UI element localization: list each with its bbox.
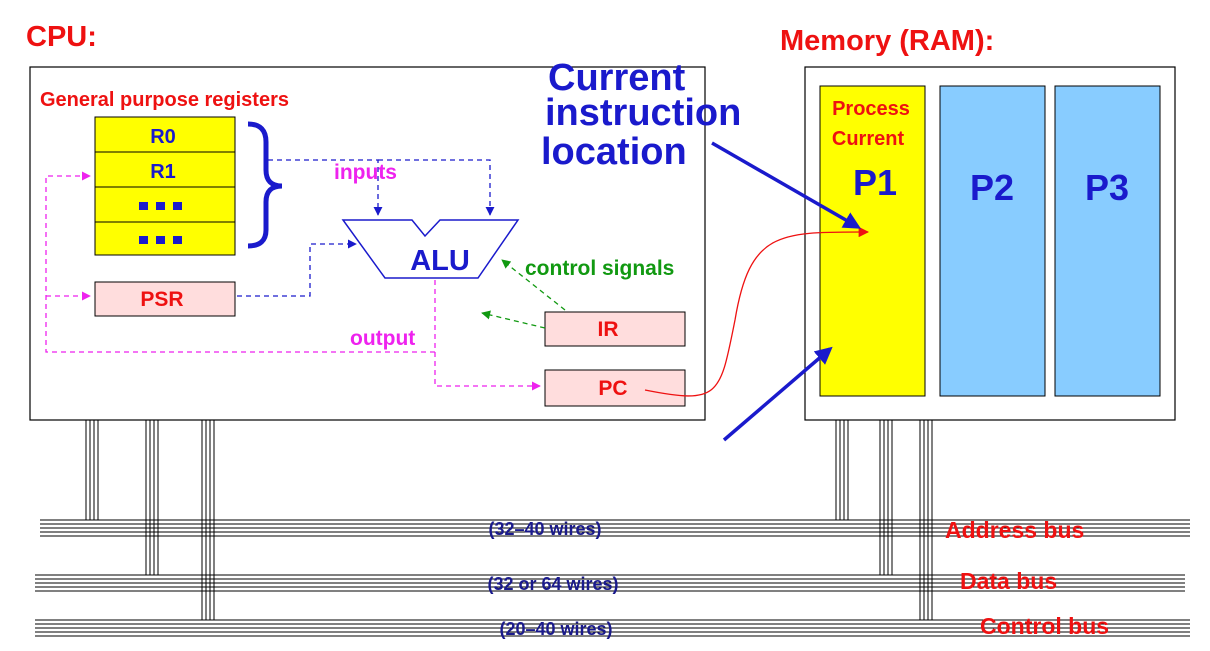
address-bus-label: Address bus <box>945 517 1084 543</box>
output-label: output <box>350 327 415 350</box>
psr-register <box>94 281 236 317</box>
process-p3 <box>1054 85 1161 397</box>
control-signals-label: control signals <box>525 257 674 280</box>
register-r1-label: R1 <box>150 161 176 183</box>
process-current-line1: Process <box>832 98 910 120</box>
register-r1 <box>94 151 236 188</box>
pc-label: PC <box>598 377 627 400</box>
datapath-lines <box>45 159 566 391</box>
register-stack: R0 R1 <box>94 116 236 256</box>
pc-register <box>544 369 686 407</box>
address-bus-wires: (32–40 wires) <box>488 519 601 539</box>
alu-shape <box>341 219 520 279</box>
psr-to-alu-path <box>237 239 357 297</box>
ir-label: IR <box>598 318 619 341</box>
alu-label: ALU <box>410 245 470 277</box>
ir-to-alu-control <box>501 259 566 311</box>
output-to-pc-path <box>434 352 541 391</box>
output-feedback-path <box>45 171 436 353</box>
annotation-arrow-top <box>711 141 862 229</box>
process-p2-label: P2 <box>970 167 1014 208</box>
register-r0-label: R0 <box>150 126 176 148</box>
register-r0 <box>94 116 236 153</box>
memory-title: Memory (RAM): <box>780 25 994 57</box>
process-p1 <box>819 85 926 397</box>
cpu-title: CPU: <box>26 21 97 53</box>
control-bus-wires: (20–40 wires) <box>499 619 612 639</box>
gpr-label: General purpose registers <box>40 89 289 111</box>
control-bus-label: Control bus <box>980 613 1109 639</box>
process-p1-label: P1 <box>853 162 897 203</box>
annotation-line2: instruction <box>545 92 741 134</box>
psr-label: PSR <box>140 288 183 311</box>
annotation-line1: Current <box>548 57 686 99</box>
ir-control-out <box>481 310 546 329</box>
bus-lines <box>35 420 1190 637</box>
pc-to-memory-curve <box>644 226 870 397</box>
brace-icon <box>247 121 283 249</box>
data-bus-label: Data bus <box>960 568 1057 594</box>
inputs-path-right <box>378 159 495 216</box>
annotation-line3: location <box>541 131 687 173</box>
data-bus-wires: (32 or 64 wires) <box>487 574 618 594</box>
annotation-arrow-bottom <box>722 346 833 442</box>
inputs-label: inputs <box>334 161 397 184</box>
ir-register <box>544 311 686 347</box>
process-current-line2: Current <box>832 128 905 150</box>
process-p2 <box>939 85 1046 397</box>
ellipsis-icon <box>139 202 182 244</box>
process-p3-label: P3 <box>1085 167 1129 208</box>
